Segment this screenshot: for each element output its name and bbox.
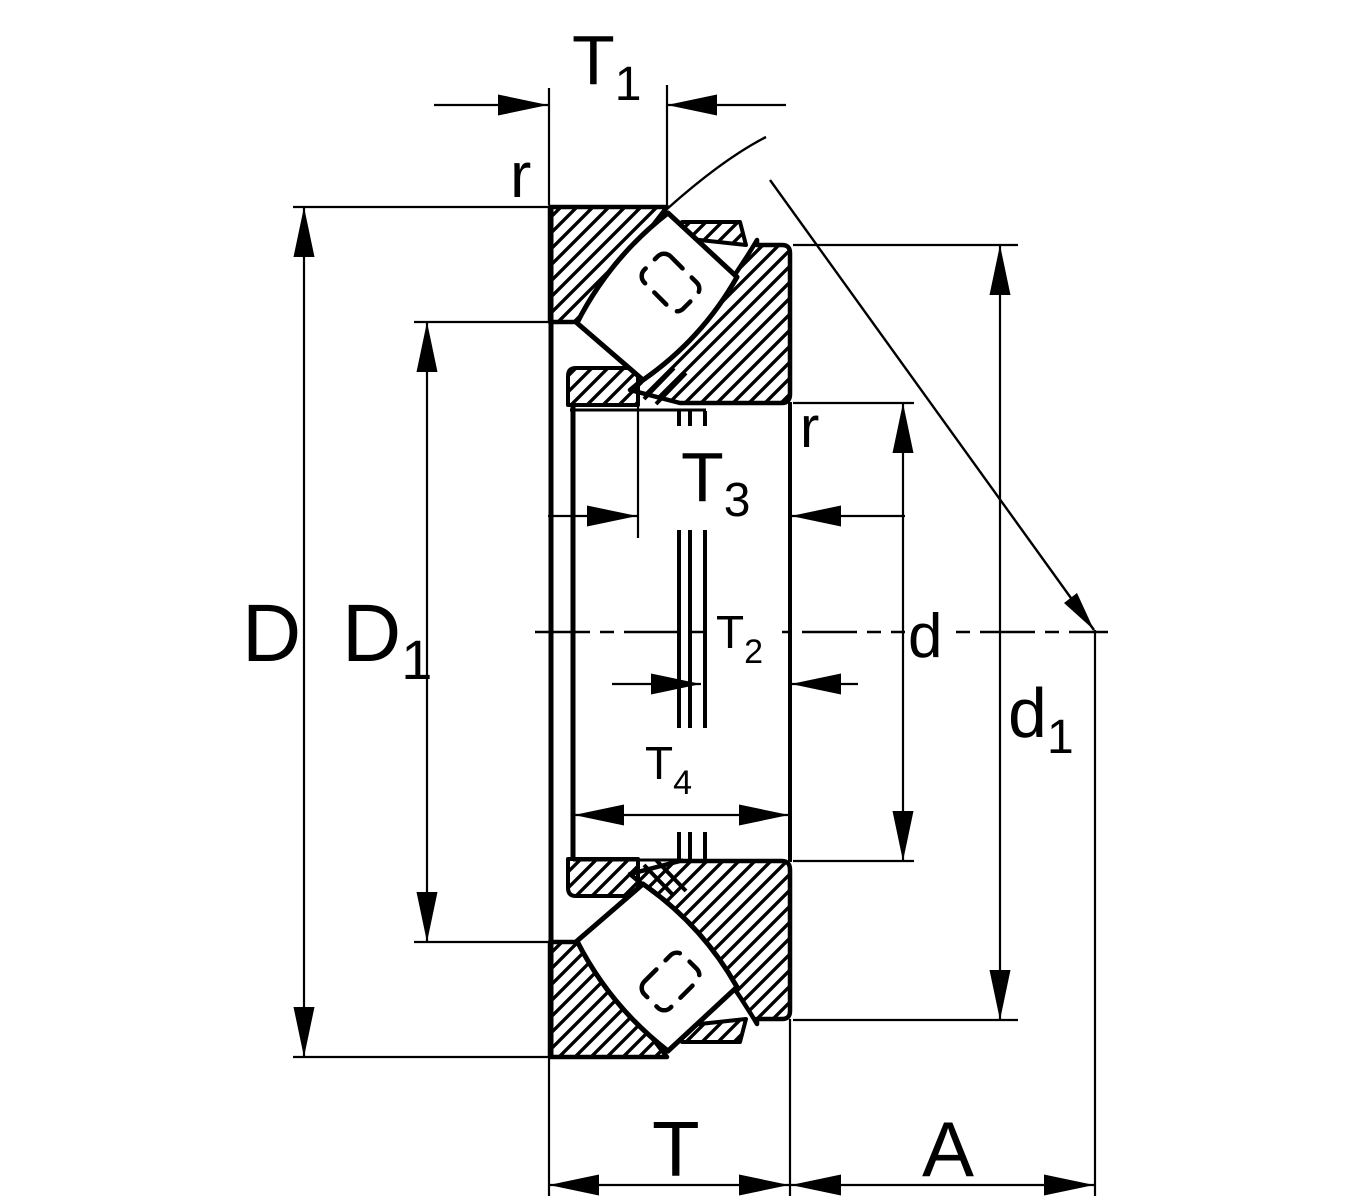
label-A: A [922,1105,974,1193]
label-T2: T2 [716,606,763,671]
dimension-labels: T1 r D D1 T3 r T2 T4 d d1 T A [242,21,1074,1193]
arrow-t1-left [498,94,548,116]
upper-bore-stub-lines [677,411,707,426]
construction-lines [535,135,1108,634]
cage-pocket-dashed-lower [639,950,702,1013]
label-D: D [242,588,301,679]
label-d: d [908,602,942,671]
label-r-top: r [510,139,531,211]
arrow-T-right [739,1174,789,1196]
cage-ring-upper [566,366,640,407]
arrow-t3-right [791,505,841,527]
sphere-arc [666,135,767,210]
arrow-D-top [293,207,315,257]
arrow-t3-left [587,505,637,527]
arrow-T-left [549,1174,599,1196]
label-D1: D1 [342,588,432,691]
arrowheads [293,94,1094,1196]
arrow-D-bottom [293,1007,315,1057]
label-r-bore: r [800,395,819,460]
label-T1: T1 [572,21,641,111]
label-mask-d [905,605,950,663]
cage-bar-upper [642,366,688,406]
label-mask-t2 [708,600,782,672]
label-T3: T3 [681,438,750,527]
arrow-A-right [1044,1174,1094,1196]
arrow-t4-left [574,804,624,826]
arrow-d-bottom [892,811,914,861]
bore-sleeve-lines [677,530,707,728]
arrow-d1-top [989,245,1011,295]
label-T4: T4 [645,737,692,802]
arrow-D1-top [416,322,438,372]
arrow-d-top [892,403,914,453]
cage-bar-lower [642,858,688,898]
arrow-D1-bottom [416,892,438,942]
cage-pockets [639,251,702,1013]
sphere-radius-line [769,179,1095,631]
cage-pocket-dashed-upper [639,251,702,314]
arrow-t1-right [667,94,717,116]
lower-bore-stub-lines [677,832,707,860]
sphere-radius-arrowhead [1064,593,1094,630]
cage-ring-lower [566,857,640,898]
label-d1: d1 [1008,674,1074,764]
arrow-t2-right [791,673,841,695]
extension-lines [293,85,1097,1196]
cage-bars [642,366,688,898]
arrow-d1-bottom [989,970,1011,1020]
arrow-t4-right [739,804,789,826]
label-T: T [652,1105,700,1193]
arrow-A-left [791,1174,841,1196]
arrow-t2-left [651,673,701,695]
